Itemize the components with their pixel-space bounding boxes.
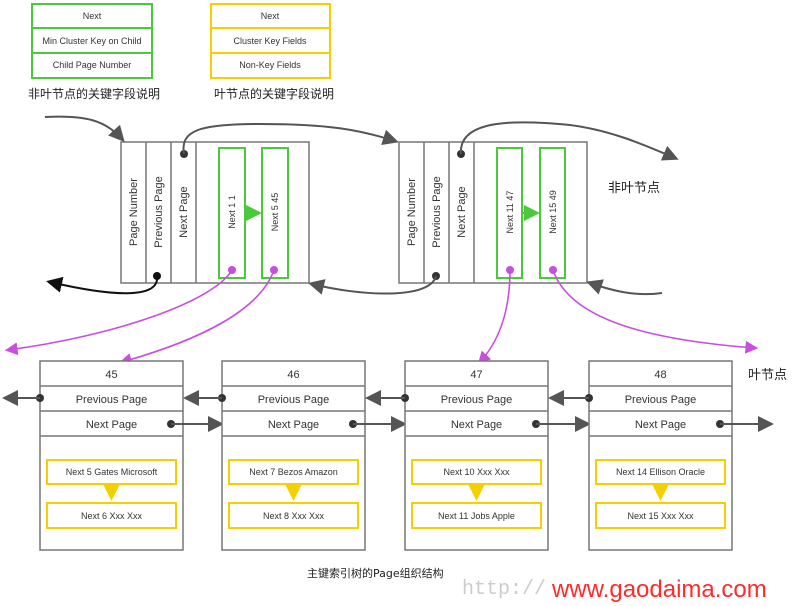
record-label: Next 10 Xxx Xxx — [443, 467, 510, 477]
page-number: 46 — [287, 369, 299, 381]
record-label: Next 11 Jobs Apple — [438, 511, 515, 521]
legend-row: Next — [83, 11, 102, 21]
previous-page-field: Previous Page — [258, 394, 330, 406]
watermark-site: www.gaodaima.com — [551, 576, 767, 603]
record-label: Next 11 47 — [505, 191, 515, 234]
non-leaf-label: 非叶节点 — [608, 181, 660, 196]
column-label: Previous Page — [153, 176, 165, 248]
column-label: Page Number — [406, 178, 418, 246]
legend-row: Cluster Key Fields — [233, 36, 307, 46]
legend-row: Next — [261, 11, 280, 21]
child-pointers — [4, 266, 759, 366]
previous-page-field: Previous Page — [625, 394, 697, 406]
record-label: Next 6 Xxx Xxx — [81, 511, 143, 521]
page-number: 48 — [654, 369, 666, 381]
legend-leaf: Next Cluster Key Fields Non-Key Fields 叶… — [210, 3, 334, 101]
column-label: Previous Page — [431, 176, 443, 248]
legend-row: Non-Key Fields — [239, 60, 301, 70]
column-label: Page Number — [128, 178, 140, 246]
leaf-label: 叶节点 — [748, 368, 787, 383]
watermark-url: http:// — [462, 578, 546, 601]
column-label: Next Page — [456, 186, 468, 237]
record-label: Next 1 1 — [227, 195, 237, 229]
previous-page-field: Previous Page — [441, 394, 513, 406]
next-page-field: Next Page — [451, 419, 502, 431]
column-label: Next Page — [178, 186, 190, 237]
next-page-field: Next Page — [268, 419, 319, 431]
page-number: 45 — [105, 369, 117, 381]
legend-caption: 叶节点的关键字段说明 — [214, 86, 334, 101]
non-leaf-node-2: Page Number Previous Page Next Page Next… — [398, 141, 588, 284]
record-label: Next 15 Xxx Xxx — [627, 511, 694, 521]
record-label: Next 7 Bezos Amazon — [249, 467, 338, 477]
next-page-field: Next Page — [86, 419, 137, 431]
record-label: Next 15 49 — [548, 190, 558, 234]
record-label: Next 8 Xxx Xxx — [263, 511, 325, 521]
next-page-field: Next Page — [635, 419, 686, 431]
legend-row: Min Cluster Key on Child — [42, 36, 141, 46]
non-leaf-pointers — [44, 115, 679, 296]
record-label: Next 5 45 — [270, 193, 280, 232]
record-label: Next 5 Gates Microsoft — [66, 467, 158, 477]
legend-non-leaf: Next Min Cluster Key on Child Child Page… — [28, 3, 160, 101]
page-number: 47 — [470, 369, 482, 381]
record-label: Next 14 Ellison Oracle — [616, 467, 705, 477]
non-leaf-node-1: Page Number Previous Page Next Page Next… — [120, 141, 310, 284]
legend-caption: 非叶节点的关键字段说明 — [28, 86, 160, 101]
legend-row: Child Page Number — [53, 60, 132, 70]
previous-page-field: Previous Page — [76, 394, 148, 406]
diagram-caption: 主键索引树的Page组织结构 — [307, 566, 444, 580]
